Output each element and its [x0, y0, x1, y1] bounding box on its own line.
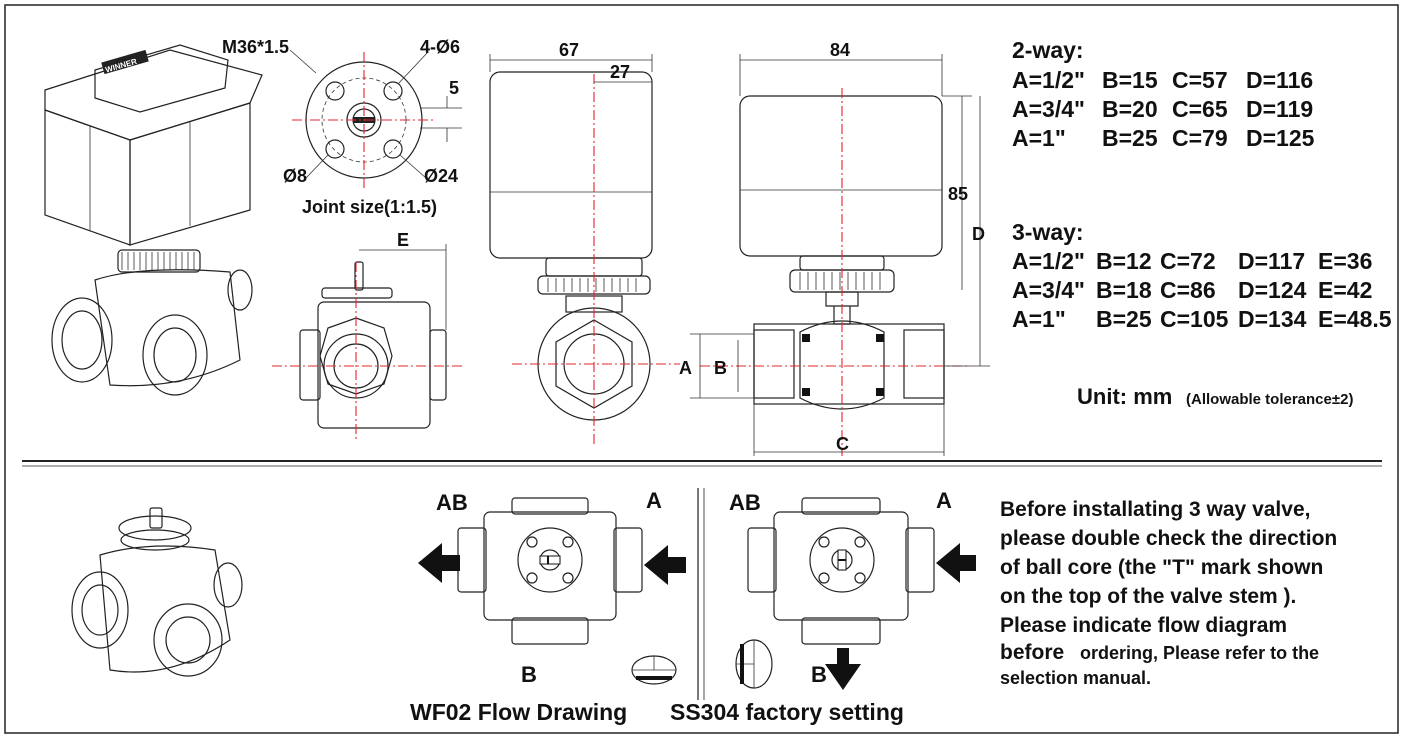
right-ab-label: AB [729, 490, 761, 515]
instruction-line: of ball core (the "T" mark shown [1000, 556, 1323, 579]
arrow-left-icon [644, 545, 686, 585]
b-label: B [714, 358, 727, 378]
spec-cell: D=134 [1238, 306, 1307, 332]
spec-cell: D=124 [1238, 277, 1307, 303]
brand-plate [101, 49, 149, 75]
instruction-line: please double check the direction [1000, 527, 1337, 550]
spec-cell: D=116 [1246, 67, 1313, 93]
instruction-line: selection manual. [1000, 668, 1151, 688]
spec-cell: A=3/4" [1012, 96, 1085, 122]
three-way-title: 3-way: [1012, 219, 1084, 245]
spec-cell: C=105 [1160, 306, 1229, 332]
installation-instructions: Before installating 3 way valve, please … [1000, 498, 1337, 688]
right-caption: SS304 factory setting [670, 699, 904, 725]
three-way-row: A=3/4" B=18 C=86 D=124 E=42 [1012, 277, 1372, 303]
three-way-specs: 3-way: A=1/2" B=12 C=72 D=117 E=36 A=3/4… [1012, 219, 1392, 332]
flow-drawing-left: AB A B WF02 Flow Drawing [410, 488, 686, 725]
spec-cell: C=72 [1160, 248, 1216, 274]
side-height-label: 85 [948, 184, 968, 204]
a-label: A [679, 358, 692, 378]
e-label: E [397, 230, 409, 250]
spec-cell: B=15 [1102, 67, 1158, 93]
arrow-down-icon [825, 648, 861, 690]
spec-cell: D=125 [1246, 125, 1315, 151]
sheet-border [4, 4, 1399, 734]
unit-label: Unit: mm [1077, 384, 1172, 409]
circle-label: Ø24 [424, 166, 458, 186]
d-label: D [972, 224, 985, 244]
spec-cell: B=18 [1096, 277, 1152, 303]
right-a-label: A [936, 488, 952, 513]
spec-cell: C=86 [1160, 277, 1216, 303]
three-way-row: A=1/2" B=12 C=72 D=117 E=36 [1012, 248, 1372, 274]
right-b-label: B [811, 662, 827, 687]
instruction-line: ordering, Please refer to the [1080, 643, 1319, 663]
spec-cell: E=48.5 [1318, 306, 1392, 332]
spec-cell: A=1" [1012, 306, 1066, 332]
left-ab-label: AB [436, 490, 468, 515]
two-way-specs: 2-way: A=1/2" B=15 C=57 D=116 A=3/4" B=2… [1012, 37, 1315, 151]
holes-label: 4-Ø6 [420, 37, 460, 57]
spec-cell: E=42 [1318, 277, 1372, 303]
two-way-row: A=1" B=25 C=79 D=125 [1012, 125, 1315, 151]
arrow-left-icon [936, 543, 976, 583]
isometric-three-way-valve [71, 507, 243, 677]
spec-cell: E=36 [1318, 248, 1372, 274]
instruction-line: before [1000, 641, 1064, 664]
left-b-label: B [521, 662, 537, 687]
instruction-line: on the top of the valve stem ). [1000, 585, 1296, 608]
spec-cell: D=119 [1246, 96, 1313, 122]
actuator-side-view: 84 85 D A B C [679, 40, 990, 456]
joint-size-flange: M36*1.5 4-Ø6 5 Ø8 Ø24 Joint size(1:1.5) [222, 37, 462, 217]
offset-label: 5 [449, 78, 459, 98]
front-half-label: 27 [610, 62, 630, 82]
spec-cell: B=20 [1102, 96, 1158, 122]
joint-caption: Joint size(1:1.5) [302, 197, 437, 217]
thread-label: M36*1.5 [222, 37, 289, 57]
spec-cell: B=12 [1096, 248, 1152, 274]
flow-drawing-right: AB A B SS304 factory setting [670, 488, 976, 725]
pin-label: Ø8 [283, 166, 307, 186]
instruction-line: Before installating 3 way valve, [1000, 498, 1310, 521]
actuator-front-view: 67 27 [489, 40, 680, 446]
left-a-label: A [646, 488, 662, 513]
arrow-left-icon [418, 543, 460, 583]
three-way-valve-front-view: E [272, 230, 462, 440]
spec-cell: A=3/4" [1012, 277, 1085, 303]
tolerance-label: (Allowable tolerance±2) [1186, 391, 1353, 408]
isometric-actuator-valve: WINNER [44, 44, 263, 396]
spec-cell: C=79 [1172, 125, 1228, 151]
spec-cell: A=1" [1012, 125, 1066, 151]
spec-cell: B=25 [1102, 125, 1158, 151]
left-caption: WF02 Flow Drawing [410, 699, 627, 725]
spec-cell: C=57 [1172, 67, 1228, 93]
two-way-title: 2-way: [1012, 37, 1084, 63]
spec-cell: C=65 [1172, 96, 1228, 122]
two-way-row: A=3/4" B=20 C=65 D=119 [1012, 96, 1313, 122]
front-width-label: 67 [559, 40, 579, 60]
c-label: C [836, 434, 849, 454]
side-width-label: 84 [830, 40, 850, 60]
two-way-row: A=1/2" B=15 C=57 D=116 [1012, 67, 1313, 93]
spec-cell: A=1/2" [1012, 67, 1085, 93]
spec-cell: B=25 [1096, 306, 1152, 332]
spec-cell: D=117 [1238, 248, 1305, 274]
three-way-row: A=1" B=25 C=105 D=134 E=48.5 [1012, 306, 1392, 332]
spec-cell: A=1/2" [1012, 248, 1085, 274]
instruction-line: Please indicate flow diagram [1000, 614, 1287, 637]
